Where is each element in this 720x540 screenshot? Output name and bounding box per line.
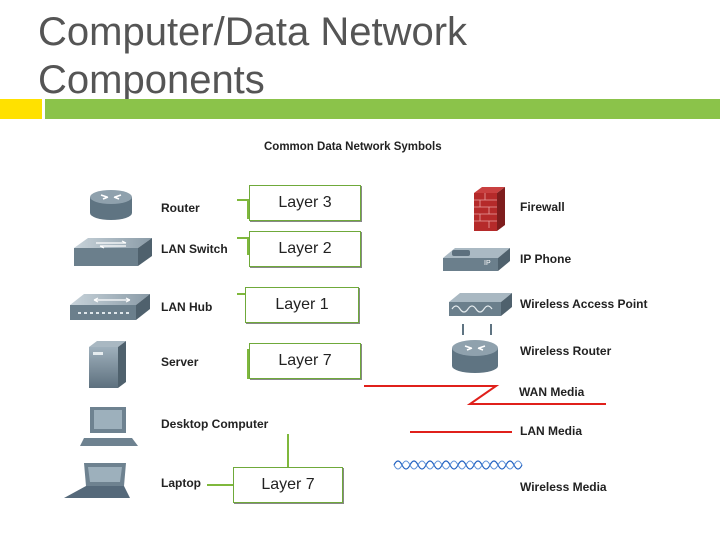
router-connector-v [247, 199, 249, 219]
switch-connector [237, 237, 249, 239]
wireless-router-label: Wireless Router [520, 344, 612, 358]
ip-phone-badge: IP [484, 260, 491, 267]
layer-box-hub: Layer 1 [245, 287, 359, 323]
title-line-2: Components [38, 58, 265, 102]
ip-phone-label: IP Phone [520, 252, 572, 266]
wireless-media-wave [393, 460, 523, 470]
router-connector [237, 199, 249, 201]
lan-hub-icon [70, 294, 150, 320]
wan-media-line [364, 385, 606, 405]
lan-switch-icon [74, 238, 152, 266]
lan-hub-label: LAN Hub [161, 300, 213, 314]
laptop-icon [64, 463, 130, 498]
hub-connector [237, 293, 249, 295]
accent-bar-green [45, 99, 720, 119]
server-connector-v [247, 349, 249, 379]
layer-box-router: Layer 3 [249, 185, 361, 221]
laptop-label: Laptop [161, 476, 201, 490]
router-label: Router [161, 201, 200, 215]
title-line-1: Computer/Data Network [38, 10, 468, 54]
server-icon [89, 341, 126, 388]
accent-bar-yellow [0, 99, 42, 119]
desktop-computer-label: Desktop Computer [161, 417, 269, 431]
layer-box-desktop-laptop: Layer 7 [233, 467, 343, 503]
firewall-label: Firewall [520, 200, 565, 214]
desktop-connector-v [287, 434, 289, 468]
page-title: Computer/Data Network Components [38, 8, 467, 104]
wireless-access-point-icon [449, 293, 512, 316]
layer-box-server: Layer 7 [249, 343, 361, 379]
lan-media-label: LAN Media [520, 424, 583, 438]
wireless-router-icon [452, 324, 498, 373]
laptop-connector [207, 484, 233, 486]
layer-box-switch: Layer 2 [249, 231, 361, 267]
diagram-heading: Common Data Network Symbols [264, 141, 442, 153]
desktop-computer-icon [80, 407, 138, 446]
wan-media-label: WAN Media [519, 385, 585, 399]
wireless-access-point-label: Wireless Access Point [520, 297, 648, 311]
server-label: Server [161, 355, 199, 369]
wireless-media-label: Wireless Media [520, 480, 607, 494]
switch-connector-v [247, 237, 249, 255]
router-icon [90, 190, 132, 220]
firewall-icon [474, 187, 505, 231]
lan-switch-label: LAN Switch [161, 242, 228, 256]
ip-phone-icon: IP [443, 248, 510, 271]
